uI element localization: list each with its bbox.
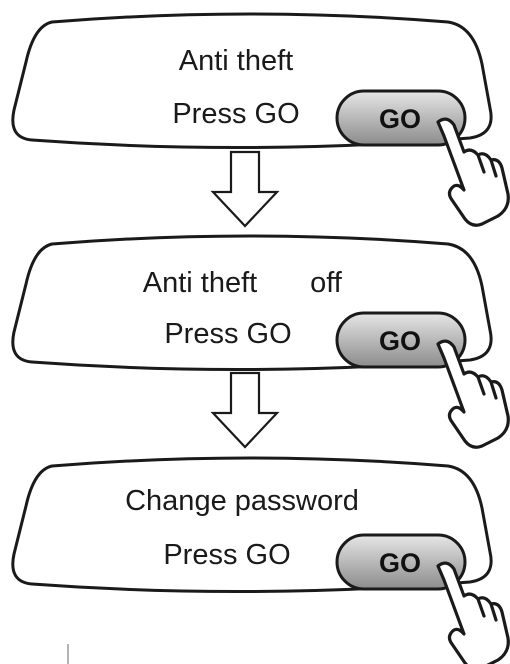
go-button[interactable]: GO bbox=[335, 533, 467, 591]
menu-title-text: Change password bbox=[125, 485, 359, 517]
status-text: off bbox=[310, 267, 343, 299]
go-button-shape[interactable] bbox=[335, 89, 467, 147]
go-button[interactable]: GO bbox=[335, 89, 467, 147]
go-button-shape[interactable] bbox=[335, 311, 467, 369]
go-button-label[interactable]: GO bbox=[379, 326, 421, 356]
step-panel-change-password: Change password Press GO GO bbox=[11, 456, 510, 664]
menu-title-text: Anti theft bbox=[143, 267, 257, 299]
instruction-text: Press GO bbox=[172, 98, 299, 130]
down-arrow-icon bbox=[211, 371, 279, 449]
go-button[interactable]: GO bbox=[335, 311, 467, 369]
down-arrow-icon bbox=[211, 150, 279, 228]
step-panel-anti-theft: Anti theft Press GO GO bbox=[11, 12, 510, 227]
go-button-label[interactable]: GO bbox=[379, 104, 421, 134]
menu-title-text: Anti theft bbox=[179, 45, 293, 77]
go-button-label[interactable]: GO bbox=[379, 548, 421, 578]
instruction-text: Press GO bbox=[163, 539, 290, 571]
instruction-text: Press GO bbox=[164, 318, 291, 350]
step-panel-anti-theft-off: Anti theft off Press GO GO bbox=[11, 234, 510, 449]
go-button-shape[interactable] bbox=[335, 533, 467, 591]
